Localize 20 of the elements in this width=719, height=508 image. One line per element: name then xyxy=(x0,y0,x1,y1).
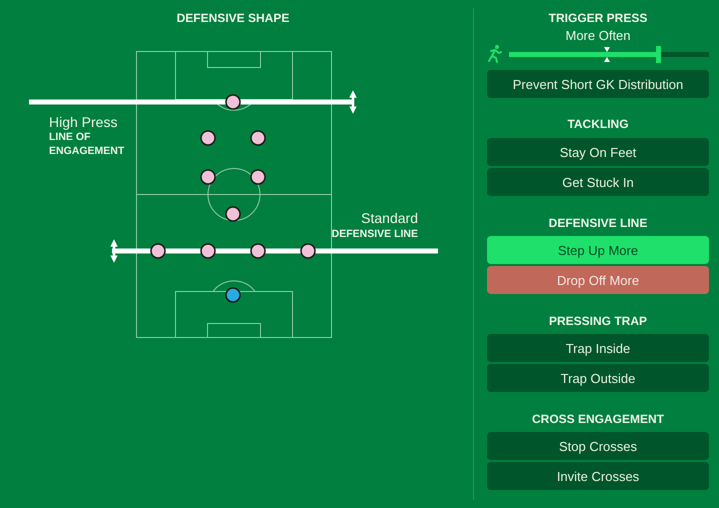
option-button: Trap Outside xyxy=(487,364,709,392)
section-heading: TACKLING xyxy=(566,117,630,131)
option-button: Stop Crosses xyxy=(487,432,709,460)
line-value: High Press xyxy=(49,114,118,130)
option-button: Stay On Feet xyxy=(487,138,709,166)
slider-value: More Often xyxy=(564,28,632,43)
option-button: Drop Off More xyxy=(487,266,709,294)
line-value: Standard xyxy=(360,210,418,226)
section-heading: DEFENSIVE LINE xyxy=(548,216,648,230)
option-button: Prevent Short GK Distribution xyxy=(487,70,709,98)
option-button: Get Stuck In xyxy=(487,168,709,196)
section-heading: CROSS ENGAGEMENT xyxy=(530,412,665,426)
section-heading: DEFENSIVE SHAPE xyxy=(176,11,290,25)
section-heading: PRESSING TRAP xyxy=(548,314,648,328)
line-label: LINE OF ENGAGEMENT xyxy=(49,130,126,158)
line-label: DEFENSIVE LINE xyxy=(330,227,418,241)
option-button: Step Up More xyxy=(487,236,709,264)
option-button: Trap Inside xyxy=(487,334,709,362)
section-heading: TRIGGER PRESS xyxy=(548,11,648,25)
option-button: Invite Crosses xyxy=(487,462,709,490)
